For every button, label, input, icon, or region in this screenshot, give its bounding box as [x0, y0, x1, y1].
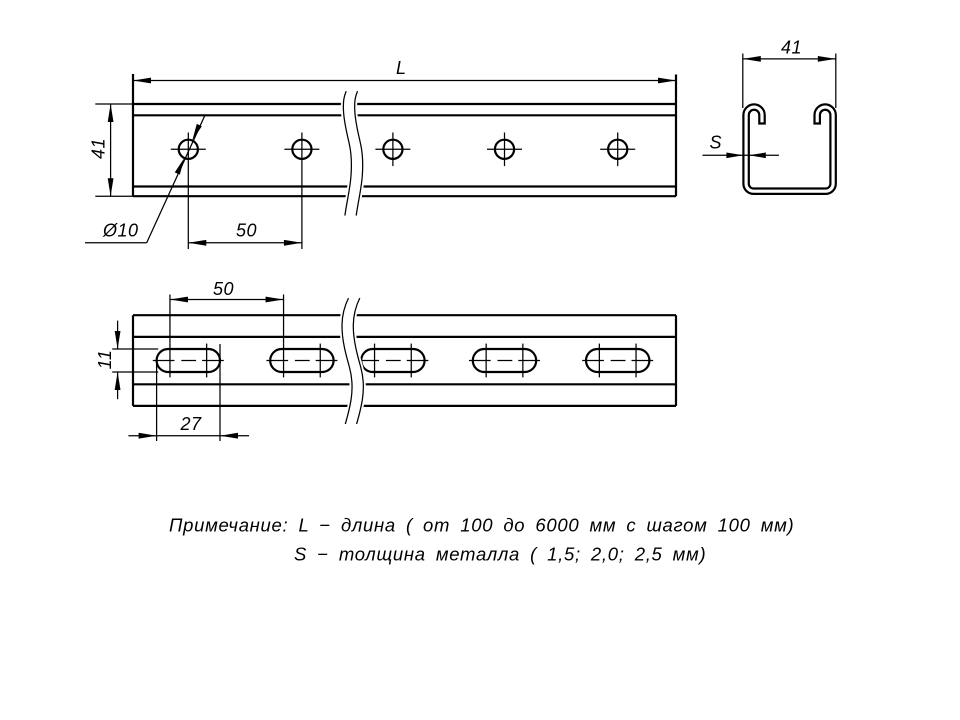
break-curve-left — [341, 297, 353, 425]
slot-1 — [152, 343, 224, 378]
break-curve-left — [342, 90, 353, 216]
dimension-d10-label: Ø10 — [102, 221, 139, 241]
dimension-L: L — [133, 58, 676, 84]
hole-1 — [170, 132, 206, 249]
slot-4 — [469, 343, 540, 378]
dimension-11: 11 — [95, 320, 159, 400]
dimension-50-top-label: 50 — [236, 221, 257, 241]
note-line-1: Примечание: L − длина ( от 100 до 6000 м… — [169, 515, 794, 536]
hole-3 — [375, 132, 411, 167]
bottom-view-slots — [152, 343, 654, 378]
hole-5 — [600, 132, 636, 167]
slot-2 — [266, 343, 338, 378]
top-view-break — [340, 90, 366, 216]
break-curve-right — [352, 297, 364, 425]
top-view: L 41 Ø10 50 — [85, 58, 678, 249]
channel-metal-core — [744, 105, 835, 193]
dimension-50-bottom-label: 50 — [213, 279, 234, 299]
channel-metal-outer — [742, 103, 837, 195]
break-mask — [339, 298, 366, 424]
channel-profile — [742, 103, 837, 195]
dimension-S-label: S — [710, 132, 723, 152]
dimension-41-height: 41 — [89, 103, 133, 197]
dimension-50-top: 50 — [188, 221, 302, 246]
note: Примечание: L − длина ( от 100 до 6000 м… — [169, 515, 794, 565]
dimension-11-label: 11 — [95, 350, 115, 370]
hole-2 — [284, 132, 320, 249]
break-mask — [340, 91, 366, 216]
dimension-41-width: 41 — [742, 38, 836, 62]
dimension-41-width-label: 41 — [781, 38, 802, 58]
dimension-27-label: 27 — [179, 414, 202, 434]
dimension-S: S — [702, 132, 779, 159]
break-curve-right — [354, 90, 364, 216]
dimension-L-label: L — [396, 58, 407, 78]
hole-4 — [487, 132, 522, 167]
dimension-d10: Ø10 — [85, 114, 206, 244]
dimension-41-height-label: 41 — [89, 138, 109, 159]
bottom-view-break — [339, 297, 366, 425]
dimension-50-bottom: 50 — [169, 279, 285, 344]
note-line-2: S − толщина металла ( 1,5; 2,0; 2,5 мм) — [294, 544, 706, 565]
bottom-view: 50 11 27 — [95, 279, 678, 441]
top-view-holes — [170, 132, 636, 249]
slot-5 — [582, 343, 654, 378]
section-view: 41 S — [702, 38, 837, 195]
slot-3 — [357, 343, 429, 378]
dimension-27: 27 — [128, 344, 249, 441]
